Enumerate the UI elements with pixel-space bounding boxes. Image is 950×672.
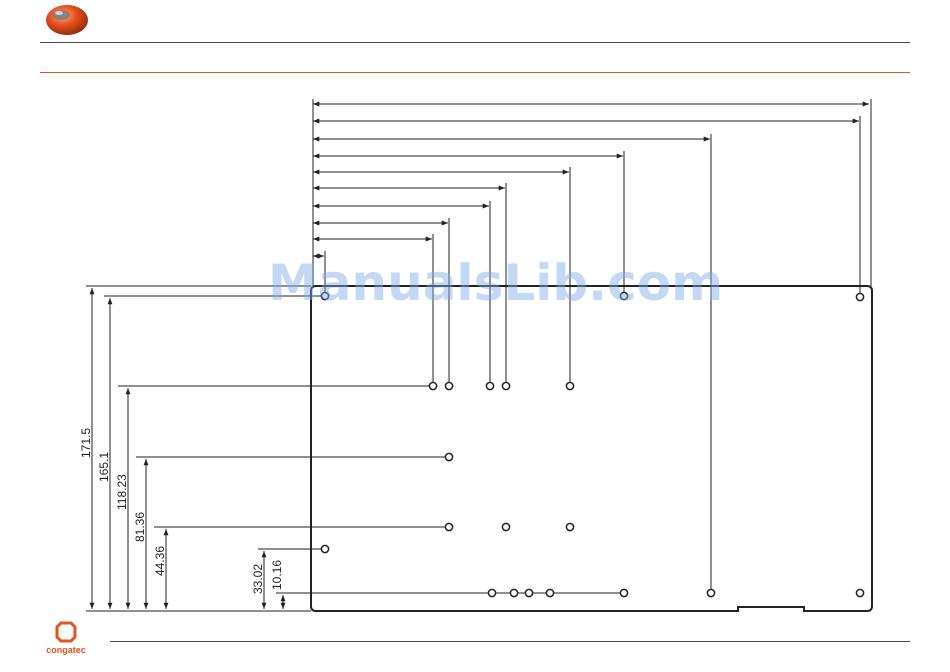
dim-label-10-16: 10.16 bbox=[270, 560, 284, 590]
mounting-hole bbox=[502, 523, 509, 530]
mounting-hole bbox=[429, 382, 436, 389]
board-outline bbox=[311, 286, 872, 611]
mounting-hole bbox=[445, 382, 452, 389]
mounting-hole bbox=[321, 545, 328, 552]
brand-name: congatec bbox=[40, 645, 92, 655]
vertical-dimensions bbox=[92, 288, 283, 609]
mounting-hole bbox=[488, 589, 495, 596]
dim-label-44-36: 44.36 bbox=[153, 546, 167, 576]
dim-label-81-36: 81.36 bbox=[133, 512, 147, 542]
mounting-hole bbox=[707, 589, 714, 596]
mounting-hole bbox=[546, 589, 553, 596]
dim-label-33-02: 33.02 bbox=[251, 564, 265, 594]
horizontal-dimensions bbox=[313, 99, 871, 590]
mounting-holes bbox=[321, 292, 863, 596]
mounting-hole bbox=[566, 382, 573, 389]
footer-divider bbox=[110, 641, 910, 642]
congatec-octagon-icon bbox=[40, 620, 92, 646]
dim-label-171-5: 171.5 bbox=[79, 428, 93, 458]
mounting-hole bbox=[510, 589, 517, 596]
mounting-hole bbox=[856, 589, 863, 596]
mounting-hole bbox=[620, 589, 627, 596]
watermark-text: ManualsLib.com bbox=[268, 254, 723, 312]
mounting-hole bbox=[502, 382, 509, 389]
mounting-hole bbox=[566, 523, 573, 530]
dim-label-118-23: 118.23 bbox=[115, 474, 129, 510]
mounting-hole bbox=[445, 453, 452, 460]
footer-brand: congatec bbox=[40, 620, 92, 660]
dim-label-165-1: 165.1 bbox=[97, 452, 111, 482]
mounting-hole bbox=[445, 523, 452, 530]
mounting-hole bbox=[856, 293, 863, 300]
mounting-hole bbox=[525, 589, 532, 596]
mounting-hole bbox=[486, 382, 493, 389]
